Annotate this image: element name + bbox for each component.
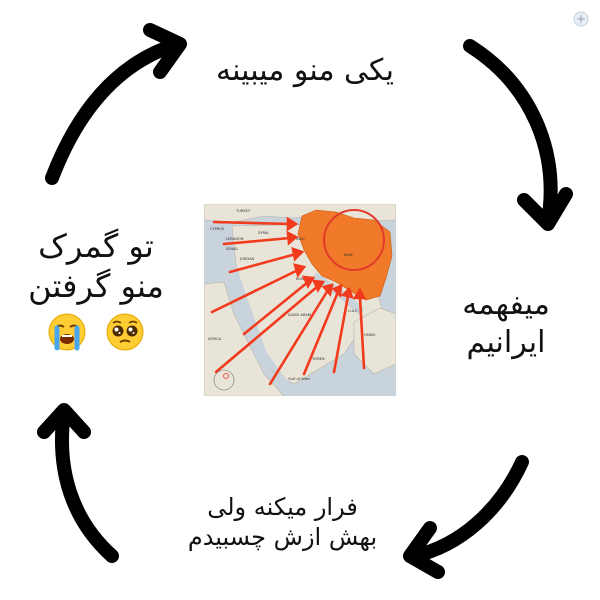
map-arrow-4 xyxy=(210,268,300,314)
map-arrow-8 xyxy=(302,290,340,376)
map-label-israel: ISRAEL xyxy=(226,247,238,251)
map-arrow-2 xyxy=(222,236,292,246)
map-inset-marker xyxy=(223,373,229,379)
map-label-africa: AFRICA xyxy=(208,337,222,341)
map-arrow-3 xyxy=(228,252,298,274)
map-arrow-7 xyxy=(268,288,330,386)
map-arrow-1 xyxy=(212,220,292,226)
map-arrow-9 xyxy=(332,294,350,374)
caption-top-text: یکی منو میبینه xyxy=(216,53,394,88)
pleading-face-icon xyxy=(106,313,144,351)
map-red-sea xyxy=(229,262,289,386)
map-arrowhead-9 xyxy=(340,286,355,299)
map-arrowhead-5 xyxy=(301,275,316,289)
map-arrow-6 xyxy=(214,284,320,374)
emoji-row xyxy=(8,312,184,352)
map-label-gulf: Gulf of Aden xyxy=(288,377,310,381)
map-arrowhead-8 xyxy=(331,283,343,298)
arrow-top-left xyxy=(45,37,185,185)
map-arrowhead-6 xyxy=(311,279,326,293)
map-arrowhead-10 xyxy=(352,287,367,300)
sparkle-icon xyxy=(573,11,589,27)
map-label-kuwait: KUWAIT xyxy=(296,277,311,281)
caption-runs-away: فرار میکنه ولی بهش ازش چسبیدم xyxy=(150,492,415,552)
map-label-uae: U.A.E. xyxy=(348,309,359,313)
caption-right-line2: ایرانیم xyxy=(466,324,546,360)
map-arrowhead-4 xyxy=(293,263,307,278)
map-arrow-5 xyxy=(242,280,310,336)
map-arrowhead-1 xyxy=(286,216,299,232)
map-arrowhead-7 xyxy=(321,283,334,297)
map-label-lebanon: LEBANON xyxy=(226,237,244,241)
arrowhead-bottom-left xyxy=(37,403,91,439)
map-land-africa xyxy=(204,281,285,396)
map-arrowhead-3 xyxy=(291,247,305,262)
map-label-turkey: TURKEY xyxy=(235,209,251,213)
map-label-iraq: IRAQ xyxy=(296,237,305,241)
map-label-cyprus: CYPRUS xyxy=(210,227,225,231)
caption-customs: تو گمرک منو گرفتن xyxy=(8,226,184,352)
map-arrow-10 xyxy=(358,296,366,370)
map-iran-circle xyxy=(323,209,385,271)
map-label-jordan: JORDAN xyxy=(239,257,255,261)
arrowhead-top-right xyxy=(517,187,573,231)
middle-east-map: TURKEY CYPRUS LEBANON ISRAEL SYRIA JORDA… xyxy=(204,204,396,396)
map-label-oman: OMAN xyxy=(364,333,375,337)
caption-realizes-iranian: میفهمه ایرانیم xyxy=(422,286,590,361)
map-inset-globe xyxy=(213,369,235,391)
map-arrowhead-2 xyxy=(286,230,299,246)
arrow-bottom-right xyxy=(407,455,529,563)
map-iran-highlight xyxy=(297,209,393,301)
arrowhead-top-left xyxy=(143,23,187,79)
caption-left-line1: تو گمرک xyxy=(38,227,154,265)
caption-right-line1: میفهمه xyxy=(462,287,550,322)
caption-bottom-line1: فرار میکنه ولی xyxy=(207,493,358,521)
arrow-top-right xyxy=(463,39,558,229)
caption-bottom-line2: بهش ازش چسبیدم xyxy=(187,523,378,551)
arrowhead-bottom-right xyxy=(403,521,445,579)
arrow-bottom-left xyxy=(55,405,119,563)
map-label-syria: SYRIA xyxy=(258,231,269,235)
map-svg: TURKEY CYPRUS LEBANON ISRAEL SYRIA JORDA… xyxy=(204,204,396,396)
loudly-crying-face-icon xyxy=(48,313,86,351)
map-label-yemen: YEMEN xyxy=(312,357,325,361)
caption-someone-sees-me: یکی منو میبینه xyxy=(180,52,430,90)
map-label-saudi: SAUDI ARABIA xyxy=(288,313,314,317)
map-label-iran: IRAN xyxy=(344,253,353,257)
caption-left-line2: منو گرفتن xyxy=(28,267,164,305)
